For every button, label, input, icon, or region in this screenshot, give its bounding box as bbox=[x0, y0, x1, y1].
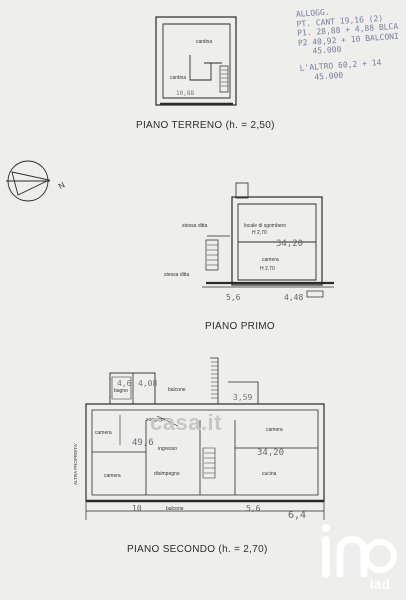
second-area-small-2: 5,6 bbox=[246, 504, 261, 513]
first-room-camera-height: H 2,70 bbox=[260, 266, 275, 272]
second-area-left: 49,6 bbox=[132, 438, 154, 448]
casa-it-watermark: casa.it bbox=[150, 410, 222, 435]
first-floor-plan bbox=[202, 182, 334, 298]
handwritten-notes: ALLOGG. PT. CANT 19,16 (2) P1. 28,88 + 4… bbox=[296, 2, 406, 83]
ground-floor-title: PIANO TERRENO (h. = 2,50) bbox=[136, 120, 275, 131]
iad-logo-mark bbox=[322, 524, 397, 578]
compass-icon bbox=[6, 160, 51, 202]
second-area-small-3: 6,4 bbox=[288, 510, 306, 521]
first-area-small-1: 5,6 bbox=[226, 293, 241, 302]
first-label-stessa-ditta-2: stessa ditta bbox=[164, 272, 190, 278]
first-room-sgombero: locale di sgombero bbox=[244, 223, 286, 229]
first-area-main: 34,20 bbox=[276, 239, 303, 249]
first-label-stessa-ditta-1: stessa ditta bbox=[182, 223, 208, 229]
compass-north-label: N bbox=[57, 180, 67, 191]
second-room-bagno: bagno bbox=[114, 388, 128, 394]
ground-floor-plan bbox=[155, 16, 237, 106]
iad-logo: iad bbox=[316, 522, 400, 594]
ground-area-label: 10,88 bbox=[176, 90, 194, 97]
first-room-sgombero-height: H 2,70 bbox=[252, 230, 267, 236]
second-altra-proprieta: ALTRA PROPRIETA' bbox=[73, 443, 78, 485]
second-room-camera-left-top: camera bbox=[95, 430, 112, 436]
second-area-bagno: 4,6 bbox=[117, 379, 132, 388]
second-area-right: 34,20 bbox=[257, 448, 284, 458]
first-area-small-2: 4,48 bbox=[284, 293, 303, 302]
second-room-soggiorno: soggiorno bbox=[146, 417, 168, 423]
first-floor-title: PIANO PRIMO bbox=[205, 321, 275, 332]
first-room-camera: camera bbox=[262, 257, 279, 263]
second-room-balcone-top: balcone bbox=[168, 387, 186, 393]
second-room-camera-left-bottom: camera bbox=[104, 473, 121, 479]
second-room-camera-right: camera bbox=[266, 427, 283, 433]
ground-room-label-2: cantina bbox=[170, 75, 186, 81]
second-room-cucina: cucina bbox=[262, 471, 277, 477]
ground-room-label-1: cantina bbox=[196, 39, 212, 45]
second-room-disimpegno: disimpegno bbox=[154, 471, 180, 477]
second-room-balcone-bottom: balcone bbox=[166, 506, 184, 512]
second-area-small-1: 10 bbox=[132, 504, 142, 513]
second-area-stair: 3,59 bbox=[233, 393, 252, 402]
iad-logo-text: iad bbox=[369, 576, 390, 592]
second-floor-plan bbox=[85, 357, 325, 520]
second-area-balcone: 4,08 bbox=[138, 379, 157, 388]
second-room-ingresso: ingresso bbox=[158, 446, 177, 452]
second-floor-title: PIANO SECONDO (h. = 2,70) bbox=[127, 544, 268, 555]
